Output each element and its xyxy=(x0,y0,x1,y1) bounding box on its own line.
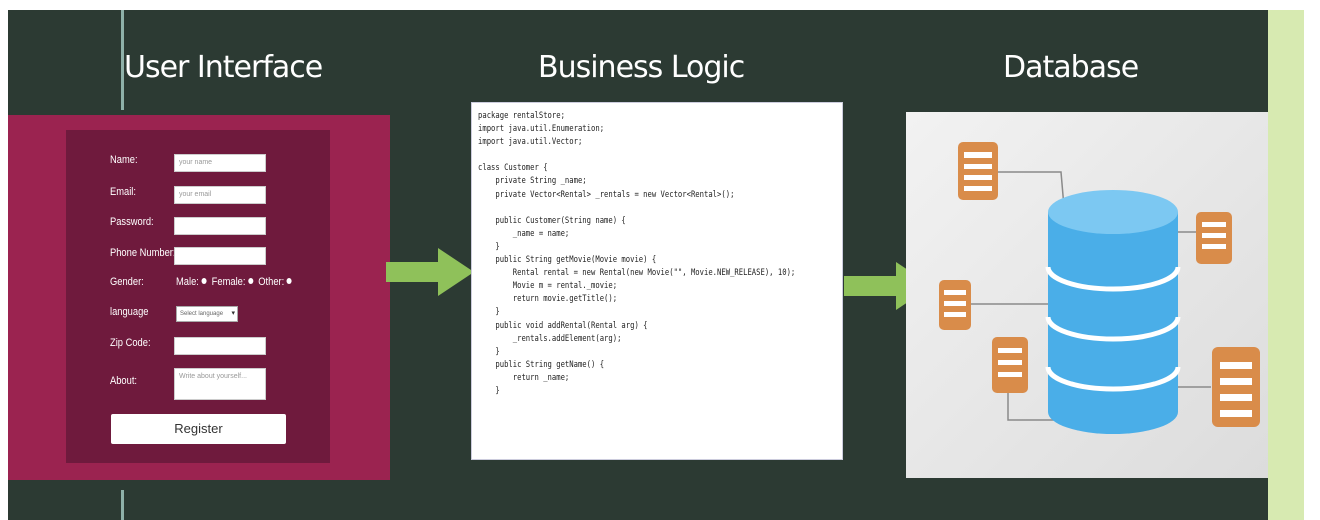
code-line: return movie.getTitle(); xyxy=(478,294,618,305)
code-line: } xyxy=(478,307,500,318)
database-cylinder-icon xyxy=(1045,190,1181,434)
code-line: class Customer { xyxy=(478,163,548,174)
accent-stripe xyxy=(1268,10,1304,520)
password-input[interactable] xyxy=(174,217,266,235)
language-label: language xyxy=(110,306,149,318)
code-line: import java.util.Vector; xyxy=(478,137,583,148)
code-line: } xyxy=(478,241,500,252)
code-line: _name = name; xyxy=(478,228,570,239)
code-panel: package rentalStore; import java.util.En… xyxy=(471,102,843,460)
language-selected-value: Select language xyxy=(180,311,224,317)
arrow-right-icon xyxy=(386,248,474,296)
code-line: public void addRental(Rental arg) { xyxy=(478,320,648,331)
heading-database: Database xyxy=(1003,50,1139,85)
about-textarea[interactable]: Write about yourself... xyxy=(174,368,266,400)
code-line: } xyxy=(478,385,500,396)
gender-male-radio[interactable] xyxy=(201,278,207,284)
code-line: public String getName() { xyxy=(478,359,605,370)
about-label: About: xyxy=(110,375,138,387)
code-listing: package rentalStore; import java.util.En… xyxy=(478,110,795,398)
gender-female-radio[interactable] xyxy=(248,278,254,284)
gender-other-radio[interactable] xyxy=(286,278,292,284)
gender-female-label: Female: xyxy=(211,276,246,288)
code-line: return _name; xyxy=(478,372,570,383)
phone-input[interactable] xyxy=(174,247,266,265)
name-input[interactable]: your name xyxy=(174,154,266,172)
phone-label: Phone Number: xyxy=(110,247,176,259)
gender-label: Gender: xyxy=(110,276,144,288)
accent-line-bottom xyxy=(121,490,124,520)
password-label: Password: xyxy=(110,216,154,228)
gender-male-label: Male: xyxy=(176,276,199,288)
gender-other-label: Other: xyxy=(258,276,285,288)
heading-business-logic: Business Logic xyxy=(538,50,745,85)
zip-label: Zip Code: xyxy=(110,337,151,349)
code-line: Rental rental = new Rental(new Movie("",… xyxy=(478,268,796,279)
code-line: import java.util.Enumeration; xyxy=(478,124,605,135)
accent-line xyxy=(121,10,124,110)
gender-options: Male: Female: Other: xyxy=(176,276,294,288)
slide: User Interface Business Logic Database N… xyxy=(8,10,1268,520)
name-label: Name: xyxy=(110,154,138,166)
heading-user-interface: User Interface xyxy=(124,50,323,85)
code-line: public Customer(String name) { xyxy=(478,215,626,226)
code-line: } xyxy=(478,346,500,357)
database-panel xyxy=(906,112,1268,478)
register-button[interactable]: Register xyxy=(111,414,286,444)
language-select[interactable]: Select language ▾ xyxy=(176,306,238,322)
registration-form: Name: your name Email: your email Passwo… xyxy=(66,130,330,463)
zip-input[interactable] xyxy=(174,337,266,355)
code-line: private Vector<Rental> _rentals = new Ve… xyxy=(478,189,735,200)
code-line: package rentalStore; xyxy=(478,111,565,121)
code-line: private String _name; xyxy=(478,176,587,187)
user-interface-panel: Name: your name Email: your email Passwo… xyxy=(8,115,390,480)
chevron-down-icon: ▾ xyxy=(231,310,235,317)
code-line: Movie m = rental._movie; xyxy=(478,281,618,292)
email-input[interactable]: your email xyxy=(174,186,266,204)
email-label: Email: xyxy=(110,186,136,198)
database-illustration xyxy=(939,142,1260,434)
code-line: _rentals.addElement(arg); xyxy=(478,333,622,344)
code-line: public String getMovie(Movie movie) { xyxy=(478,255,657,266)
